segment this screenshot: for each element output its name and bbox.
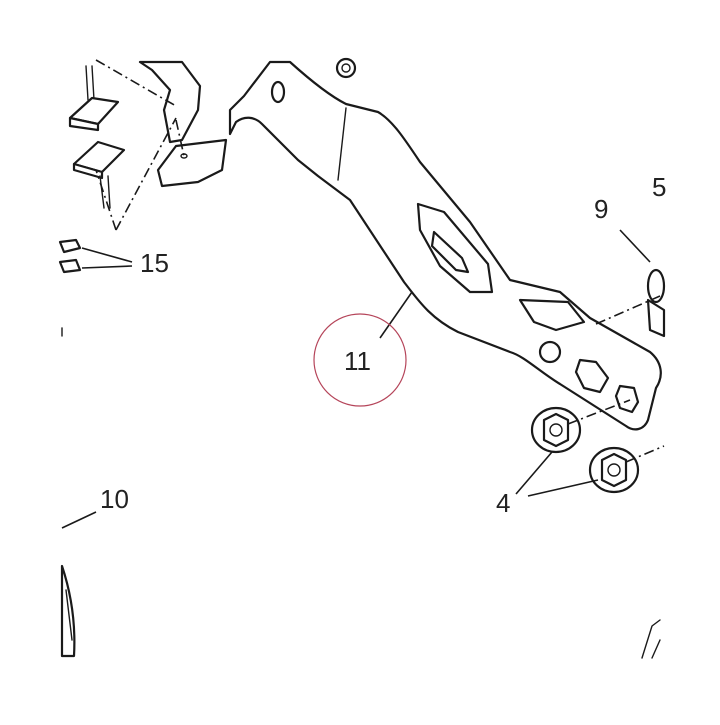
alignment-lines-right bbox=[567, 295, 665, 463]
part-5-partial bbox=[641, 619, 661, 659]
callout-10: 10 bbox=[100, 484, 129, 514]
leader-lines bbox=[61, 229, 651, 529]
support-bracket bbox=[228, 57, 662, 431]
callout-5: 5 bbox=[652, 172, 666, 202]
callout-4: 4 bbox=[496, 488, 510, 518]
part-15-items bbox=[58, 238, 82, 337]
flange-nut-1 bbox=[530, 406, 582, 454]
callout-9: 9 bbox=[594, 194, 608, 224]
highlight-circle bbox=[313, 313, 407, 407]
upper-bracket bbox=[138, 60, 228, 188]
flange-nut-2 bbox=[588, 446, 640, 494]
part-10 bbox=[60, 564, 76, 658]
callout-11: 11 bbox=[344, 346, 371, 376]
clip-pin-upper bbox=[68, 65, 120, 132]
callout-15: 15 bbox=[140, 248, 169, 278]
bolt-right bbox=[646, 268, 666, 338]
clip-pin-lower bbox=[72, 140, 126, 209]
alignment-lines-upper-left bbox=[95, 59, 185, 231]
